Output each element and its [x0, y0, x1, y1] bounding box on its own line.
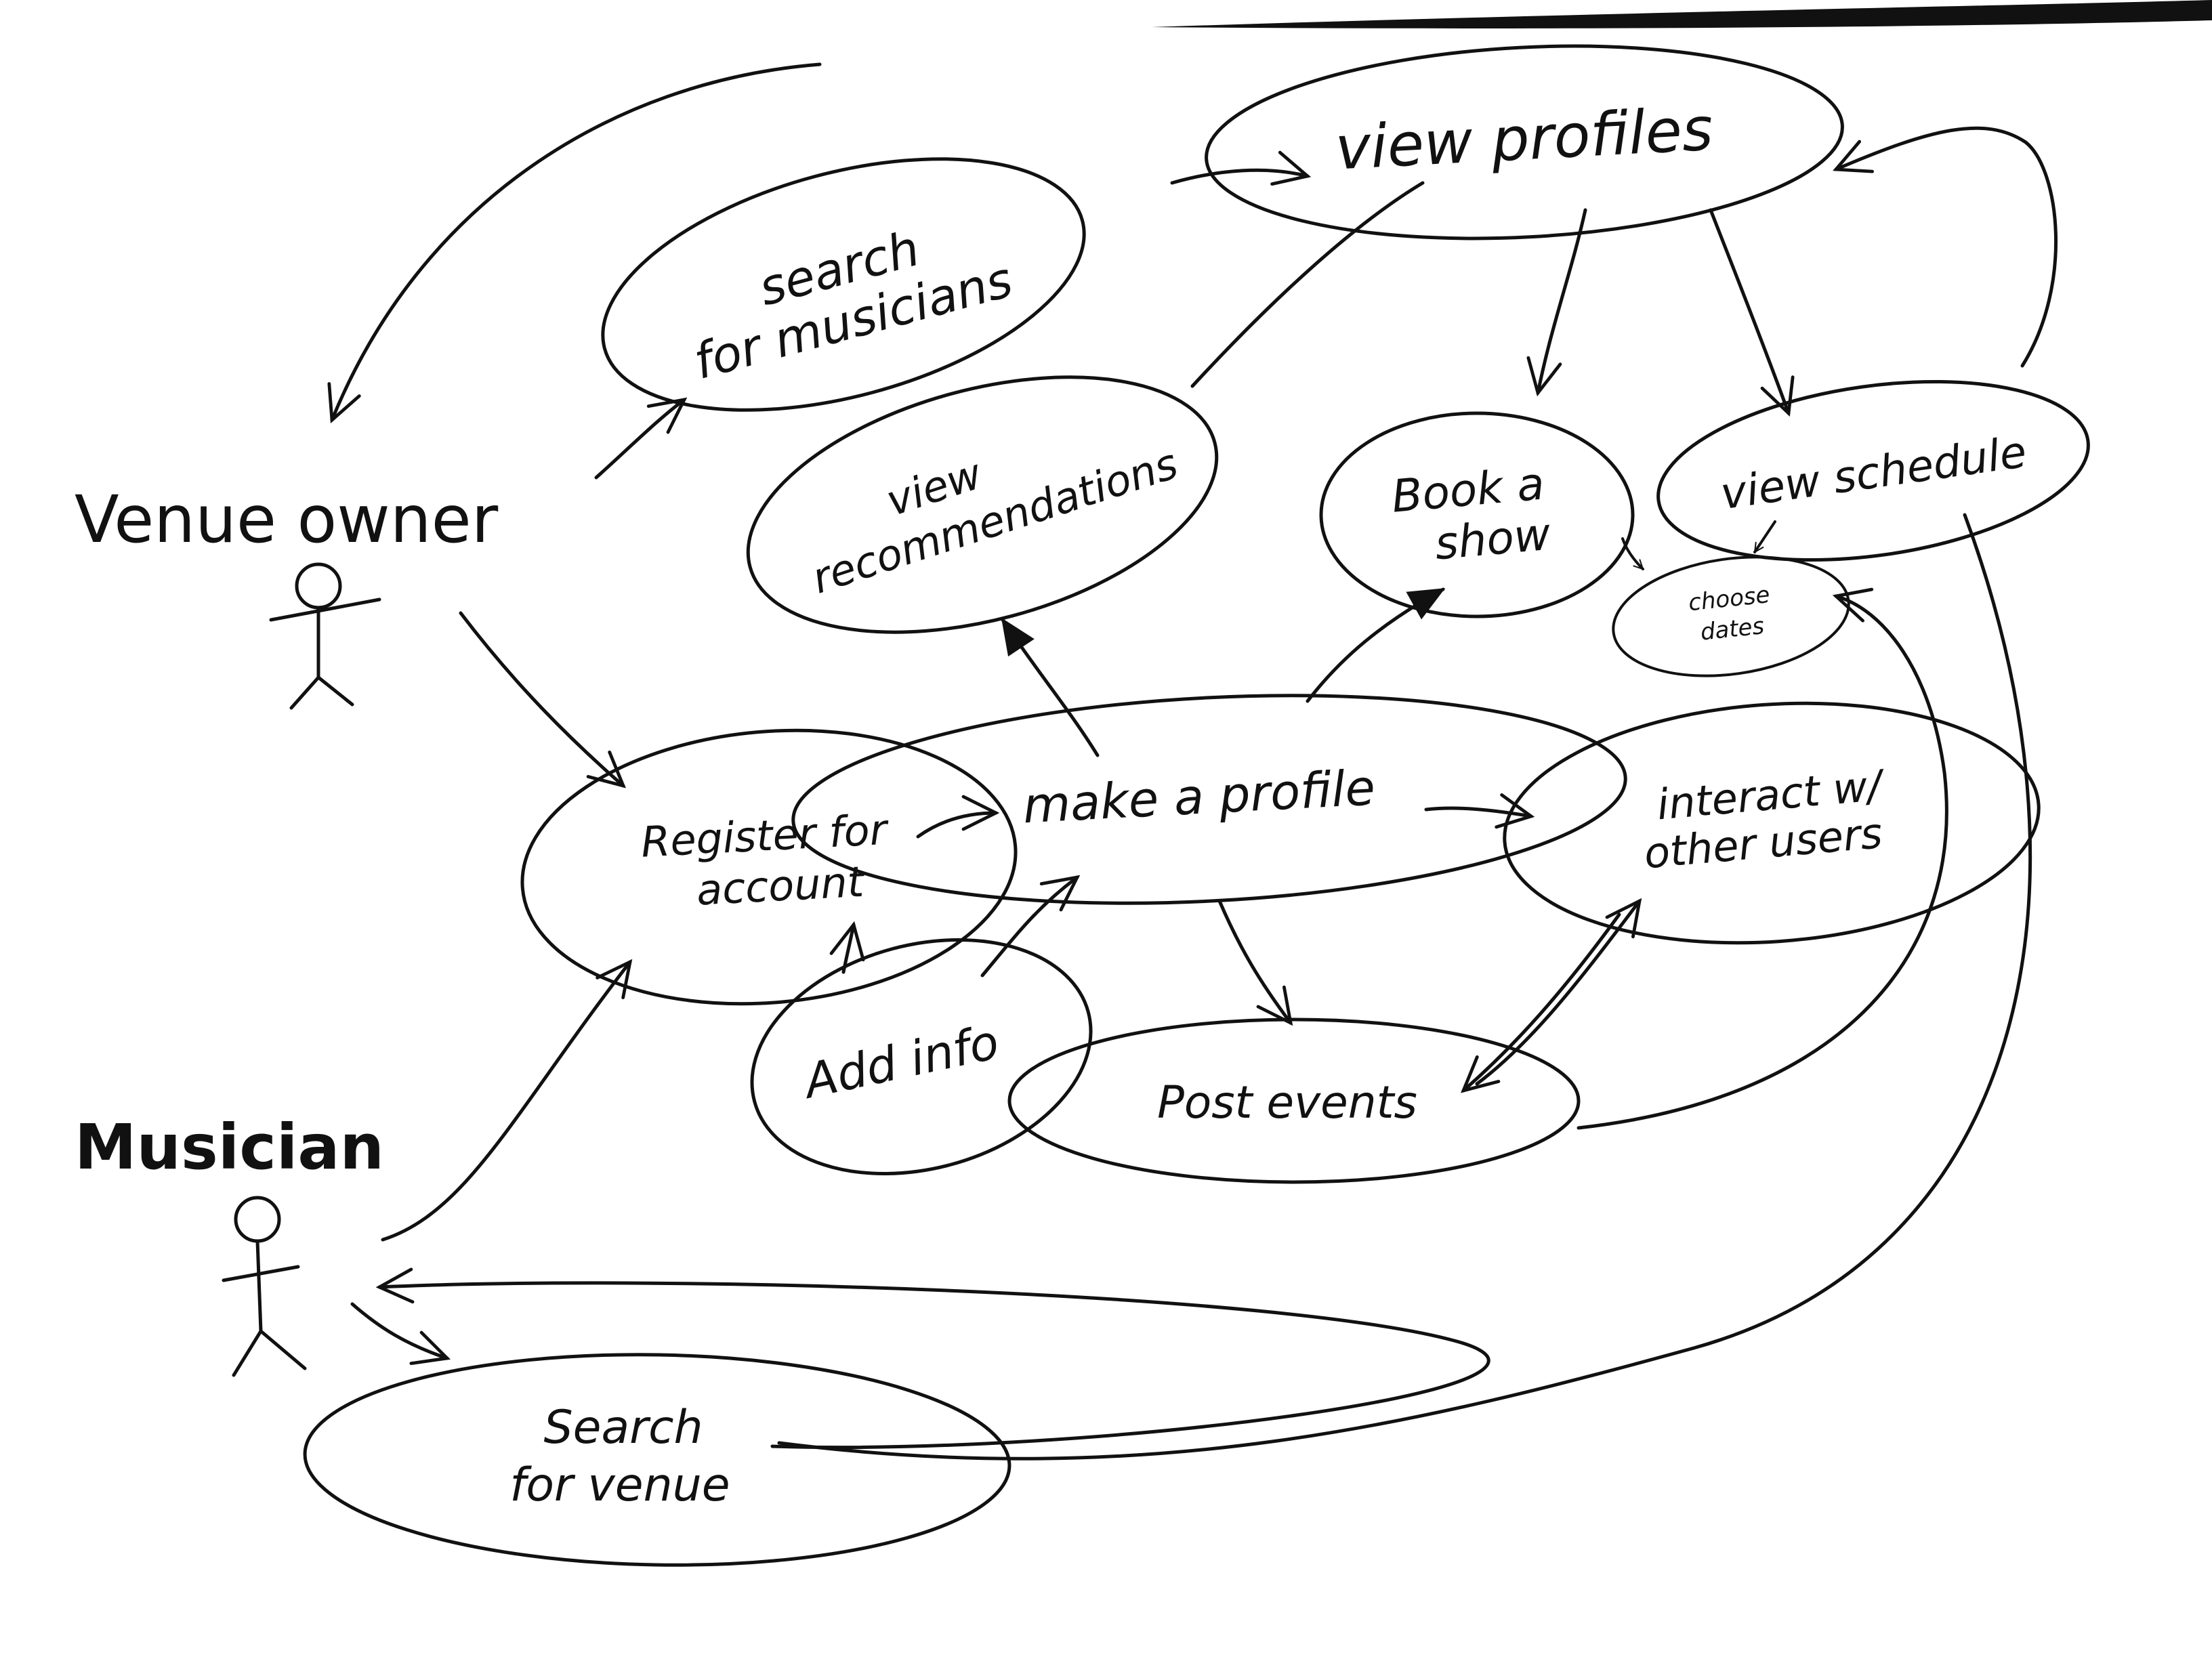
arrow-schedule-to-choose-dates: [1753, 520, 1776, 553]
use-case-add-info-label: Add info: [797, 1014, 1003, 1110]
loop-post-events-to-choose-dates: [1577, 587, 1948, 1130]
use-case-add-info: [750, 938, 1093, 1176]
loop-schedule-to-view-profiles: [1833, 126, 2058, 368]
actor-venue-owner-label: Venue owner: [75, 482, 499, 558]
use-case-search-venue-label-line2: for venue: [509, 1458, 730, 1512]
arrow-owner-to-search-musicians: [594, 397, 688, 480]
use-case-view-profiles-label: view profiles: [1334, 93, 1715, 183]
use-case-register-account-label-line2: account: [695, 857, 867, 915]
actor-musician-figure: [222, 1196, 307, 1377]
use-case-book-a-show-label-line2: show: [1433, 508, 1553, 570]
arrow-book-to-choose-dates: [1621, 537, 1644, 570]
arrow-viewprofiles-to-owner: [327, 62, 822, 423]
arrow-register-to-make-profile: [916, 795, 1000, 839]
use-case-view-schedule: [1656, 379, 2090, 562]
loop-search-venue-to-musician: [375, 1267, 1490, 1449]
paper-edge: [1152, 0, 2212, 28]
use-case-view-recommendations-label-line2: recommendations: [806, 438, 1184, 603]
use-case-book-a-show: [1319, 411, 1635, 618]
arrow-make-profile-to-interact: [1424, 793, 1535, 829]
arrow-profiles-to-view-schedule: [1709, 208, 1795, 417]
use-case-view-schedule-label: view schedule: [1717, 427, 2029, 520]
use-case-post-events-label: Post events: [1157, 1076, 1417, 1129]
arrow-owner-to-register: [459, 611, 627, 789]
arrow-musician-to-search-venue: [350, 1302, 451, 1365]
use-case-make-a-profile: [791, 694, 1627, 905]
actor-venue-owner-figure: [269, 562, 381, 710]
use-case-view-profiles: [1205, 44, 1844, 240]
arrow-add-info-to-make-profile: [980, 875, 1081, 978]
use-case-search-venue-label-line1: Search: [543, 1401, 703, 1454]
use-case-register-account: [520, 728, 1018, 1006]
actor-musician-label: Musician: [75, 1111, 384, 1183]
arrow-search-to-view-profiles: [1170, 150, 1312, 186]
use-case-choose-dates-label-line1: choose: [1687, 581, 1771, 616]
use-case-choose-dates-label-line2: dates: [1699, 612, 1766, 646]
arrow-interact-to-post-events: [1460, 912, 1621, 1093]
arrow-make-profile-to-post-events: [1217, 899, 1293, 1026]
loop-schedule-to-search-venue: [777, 513, 2032, 1461]
arrow-musician-to-register: [381, 959, 633, 1242]
use-case-post-events: [1007, 1017, 1581, 1184]
arrow-profiles-to-book-show: [1526, 208, 1587, 397]
use-case-search-venue: [303, 1353, 1011, 1567]
use-case-search-musicians: [601, 157, 1086, 412]
arrow-make-profile-to-book-show: [1306, 587, 1446, 703]
use-case-interact-users: [1503, 701, 2041, 945]
use-case-view-recommendations: [746, 375, 1219, 634]
arrow-add-info-to-register: [829, 921, 865, 974]
line-recommendations-to-view-profiles: [1190, 181, 1425, 388]
use-case-make-a-profile-label: make a profile: [1022, 759, 1377, 834]
arrow-make-profile-to-recommendations: [1001, 617, 1100, 757]
